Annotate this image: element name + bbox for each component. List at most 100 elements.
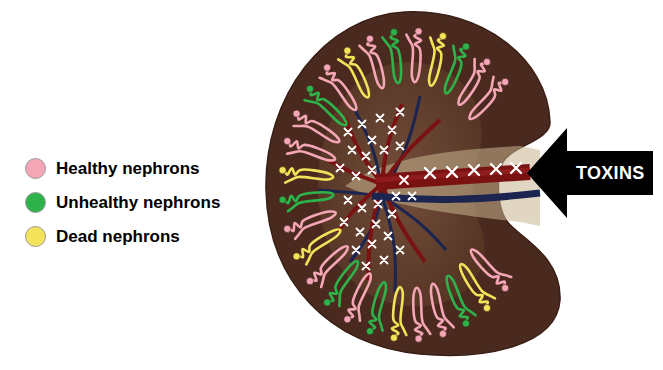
toxin-mark <box>363 263 370 270</box>
toxin-mark <box>381 257 388 264</box>
nephron-tubule <box>359 41 384 89</box>
nephron-group <box>279 28 511 343</box>
toxin-mark <box>349 147 356 154</box>
glomerulus <box>284 138 291 145</box>
toxin-mark <box>393 193 400 200</box>
nephron-tubule <box>369 282 386 330</box>
toxin-mark <box>353 247 360 254</box>
glomerulus <box>502 78 509 85</box>
toxin-mark <box>369 241 376 248</box>
nephron-tubule <box>328 261 358 306</box>
glomerulus <box>439 33 446 40</box>
toxin-mark <box>397 109 404 116</box>
toxin-mark <box>369 137 376 144</box>
glomerulus <box>344 316 351 323</box>
toxin-mark <box>389 211 396 218</box>
legend-swatch <box>25 226 46 247</box>
nephron-tubule <box>460 264 495 306</box>
glomerulus <box>439 330 446 337</box>
nephron-tubule <box>289 211 336 238</box>
toxin-arrow: TOXINS <box>527 128 653 218</box>
toxin-mark <box>359 205 366 212</box>
toxin-marks <box>337 109 522 270</box>
vein-branch <box>350 196 382 262</box>
glomerulus <box>306 278 313 285</box>
arrow-label: TOXINS <box>576 162 644 184</box>
toxin-mark <box>359 121 366 128</box>
toxin-mark <box>511 163 521 173</box>
nephron-tubule <box>338 52 369 97</box>
glomerulus <box>324 299 331 306</box>
toxin-mark <box>353 173 360 180</box>
nephron-tubule <box>348 273 370 320</box>
glomerulus <box>366 35 373 42</box>
glomerulus <box>279 196 286 203</box>
nephron-tubule <box>298 229 340 264</box>
toxin-mark <box>377 115 384 122</box>
toxin-mark <box>397 247 404 254</box>
glomerulus <box>390 334 397 341</box>
toxin-mark <box>491 164 501 174</box>
toxin-mark <box>409 193 416 200</box>
glomerulus <box>344 47 351 54</box>
nephron-tubule <box>294 115 340 142</box>
nephron-tubule <box>311 246 347 287</box>
nephron-tubule <box>470 77 504 119</box>
glomerulus <box>284 225 291 232</box>
legend-label: Unhealthy nephrons <box>56 193 220 213</box>
glomerulus <box>462 43 469 50</box>
toxin-mark <box>397 143 404 150</box>
glomerulus <box>279 167 286 174</box>
glomerulus <box>293 253 300 260</box>
toxin-mark <box>357 229 364 236</box>
arrow-polygon <box>527 128 653 218</box>
legend-label: Healthy nephrons <box>56 159 200 179</box>
blood-vessels <box>318 96 540 292</box>
toxin-mark <box>341 219 348 226</box>
toxin-mark <box>373 221 380 228</box>
toxin-mark <box>425 168 435 178</box>
nephron-tubule <box>445 46 465 94</box>
toxin-mark <box>363 153 370 160</box>
toxin-mark <box>375 201 382 208</box>
nephron-tubule <box>287 141 335 160</box>
nephron-tubule <box>285 192 334 211</box>
nephron-tubule <box>447 276 476 322</box>
toxin-mark <box>447 167 457 177</box>
legend-entry: Unhealthy nephrons <box>25 192 224 216</box>
nephron-tubule <box>285 168 334 182</box>
glomerulus <box>415 28 422 35</box>
nephron-tubule <box>429 37 444 85</box>
glomerulus <box>483 304 490 311</box>
toxin-mark <box>369 167 376 174</box>
glomerulus <box>462 320 469 327</box>
legend-entry: Dead nephrons <box>25 226 184 250</box>
glomerulus <box>483 58 490 65</box>
nephron-tubule <box>413 288 430 337</box>
nephron-tubule <box>320 69 357 110</box>
nephron-tubule <box>471 250 511 287</box>
nephron-tubule <box>459 59 486 105</box>
toxin-mark <box>389 127 396 134</box>
artery-branch <box>328 160 382 184</box>
toxin-mark <box>345 129 352 136</box>
glomerulus <box>324 64 331 71</box>
toxin-mark <box>469 165 479 175</box>
toxin-mark <box>381 147 388 154</box>
toxin-mark <box>400 176 408 184</box>
glomerulus <box>366 328 373 335</box>
glomerulus <box>502 284 509 291</box>
legend-label: Dead nephrons <box>56 227 180 247</box>
renal-vein <box>372 193 540 200</box>
glomerulus <box>390 29 397 36</box>
glomerulus <box>293 110 300 117</box>
toxin-mark <box>337 165 344 172</box>
legend-swatch <box>25 158 46 179</box>
nephron-tubule <box>382 34 401 83</box>
nephron-tubule <box>392 287 406 336</box>
glomerulus <box>415 335 422 342</box>
toxin-mark <box>345 197 352 204</box>
legend-swatch <box>25 192 46 213</box>
glomerulus <box>306 85 313 92</box>
